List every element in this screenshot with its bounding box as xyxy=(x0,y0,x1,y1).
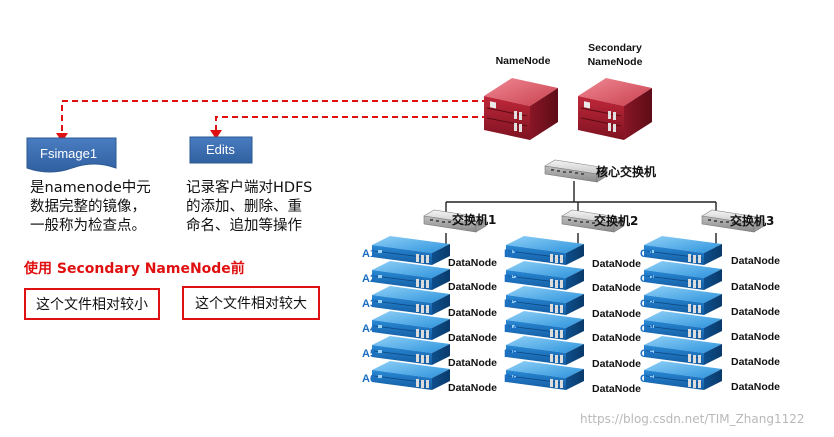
server-racks xyxy=(371,235,723,391)
rack-unit-label: B4 xyxy=(504,323,519,335)
datanode-label: DataNode xyxy=(592,282,642,294)
watermark: https://blog.csdn.net/TIM_Zhang1122 xyxy=(580,412,805,426)
rack-server-unit xyxy=(371,360,451,391)
datanode-label: DataNode xyxy=(731,356,781,368)
datanode-label: DataNode xyxy=(731,281,781,293)
rack-unit-label: A4 xyxy=(362,323,377,335)
secondary-namenode-label: Secondary NameNode xyxy=(578,41,652,69)
datanode-label: DataNode xyxy=(448,281,498,293)
rack-unit-label: C2 xyxy=(640,273,655,285)
namenode-server-icon xyxy=(483,77,559,141)
rack-server-unit xyxy=(643,360,723,391)
fsimage-desc-line: 一般称为检查点。 xyxy=(30,218,146,234)
rack-unit-label: A5 xyxy=(362,348,377,360)
rack-unit-label: B5 xyxy=(504,348,519,360)
datanode-label: DataNode xyxy=(592,358,642,370)
rack-unit-label: B1 xyxy=(504,248,519,260)
datanode-label: DataNode xyxy=(448,357,498,369)
datanode-label: DataNode xyxy=(592,308,642,320)
secondary-namenode-server-icon xyxy=(577,77,653,141)
rack-server-unit xyxy=(643,285,723,316)
edits-desc-line: 命名、追加等操作 xyxy=(186,218,302,234)
fsimage-desc-line: 是namenode中元 xyxy=(30,180,151,196)
rack-unit-label: A2 xyxy=(362,273,377,285)
fsimage-desc-line: 数据完整的镜像， xyxy=(30,199,146,215)
fsimage-label: Fsimage1 xyxy=(40,146,98,161)
namenode-link-lines xyxy=(61,100,488,137)
fsimage-doc-shape xyxy=(26,137,117,173)
secondary-label-line1: Secondary xyxy=(588,42,642,54)
rack-server-unit xyxy=(643,335,723,366)
rack-server-unit xyxy=(371,285,451,316)
namenode-label: NameNode xyxy=(495,55,551,67)
rack-unit-label: C1 xyxy=(640,248,655,260)
switch3-label: 交换机3 xyxy=(730,214,775,228)
rack-unit-label: C4 xyxy=(640,323,655,335)
rack-unit-label: C3 xyxy=(640,298,655,310)
datanode-label: DataNode xyxy=(592,383,642,395)
before-secondary-title: 使用 Secondary NameNode前 xyxy=(24,261,245,277)
rack-server-unit xyxy=(643,310,723,341)
rack-unit-label: B6 xyxy=(504,373,519,385)
datanode-label: DataNode xyxy=(731,331,781,343)
datanode-label: DataNode xyxy=(448,307,498,319)
secondary-label-line2: NameNode xyxy=(587,56,643,68)
rack-unit-label: A1 xyxy=(362,248,377,260)
edits-desc-line: 记录客户端对HDFS xyxy=(186,180,313,196)
datanode-label: DataNode xyxy=(731,255,781,267)
large-file-box: 这个文件相对较大 xyxy=(182,286,320,320)
rack-server-unit xyxy=(371,235,451,266)
edits-label: Edits xyxy=(206,142,235,157)
rack-unit-label: B3 xyxy=(504,298,519,310)
datanode-label: DataNode xyxy=(731,306,781,318)
rack-server-unit xyxy=(371,260,451,291)
datanode-label: DataNode xyxy=(592,258,642,270)
switch1-label: 交换机1 xyxy=(452,213,497,227)
datanode-label: DataNode xyxy=(448,332,498,344)
datanode-label: DataNode xyxy=(448,382,498,394)
rack-unit-label: A6 xyxy=(362,373,377,385)
rack-server-unit xyxy=(643,235,723,266)
datanode-label: DataNode xyxy=(448,257,498,269)
rack-unit-label: C5 xyxy=(640,348,655,360)
datanode-label: DataNode xyxy=(731,381,781,393)
rack-unit-label: A3 xyxy=(362,298,377,310)
small-file-box: 这个文件相对较小 xyxy=(24,288,160,320)
edits-description: 记录客户端对HDFS 的添加、删除、重 命名、追加等操作 xyxy=(186,179,312,236)
rack-server-unit xyxy=(643,260,723,291)
rack-server-unit xyxy=(371,310,451,341)
core-switch-label: 核心交换机 xyxy=(596,165,657,179)
rack-server-unit xyxy=(371,335,451,366)
edits-desc-line: 的添加、删除、重 xyxy=(186,199,302,215)
rack-unit-label: B2 xyxy=(504,273,519,285)
rack-unit-label: C6 xyxy=(640,373,655,385)
datanode-label: DataNode xyxy=(592,332,642,344)
switch2-label: 交换机2 xyxy=(594,214,639,228)
arrow-head-edits xyxy=(210,130,222,139)
edits-doc-shape xyxy=(189,136,253,164)
fsimage-description: 是namenode中元 数据完整的镜像， 一般称为检查点。 xyxy=(30,179,151,236)
